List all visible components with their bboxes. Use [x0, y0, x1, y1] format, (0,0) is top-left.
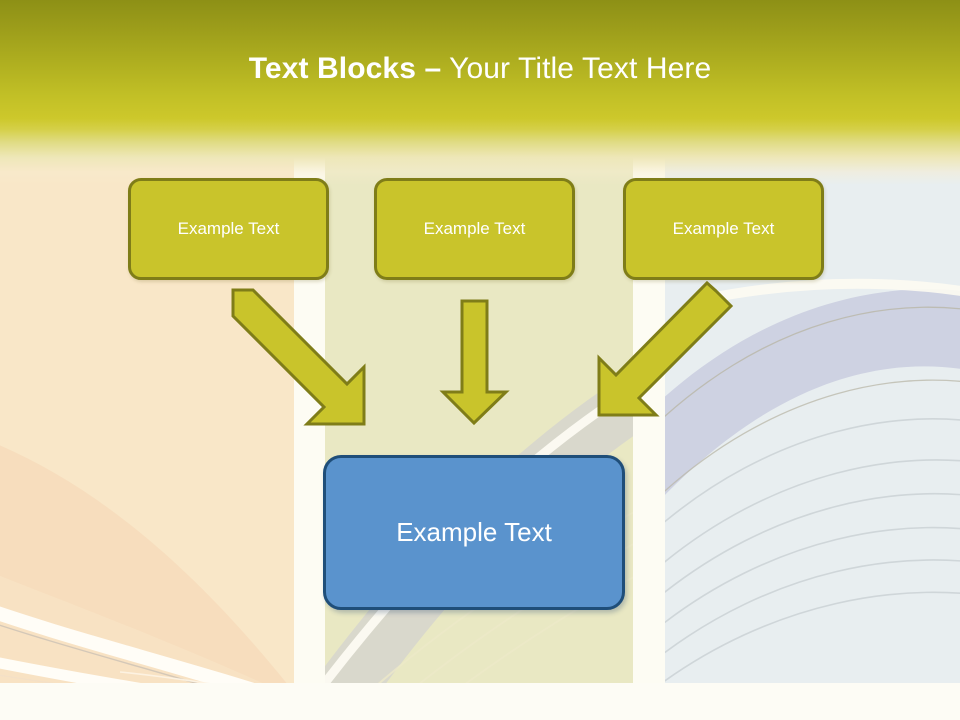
text-block-result-label: Example Text [396, 517, 552, 547]
text-block-2-label: Example Text [423, 219, 526, 238]
arrow-right-diagonal [597, 280, 734, 417]
page-title-bold: Text Blocks [248, 52, 425, 85]
page-title-regular: Your Title Text Here [441, 52, 712, 85]
text-block-3[interactable]: Example Text [623, 178, 824, 280]
page-title: Text Blocks – Your Title Text Here [0, 50, 960, 88]
text-block-3-label: Example Text [672, 219, 775, 238]
text-block-1-label: Example Text [177, 219, 280, 238]
arrow-middle-vertical [439, 299, 510, 426]
text-block-1[interactable]: Example Text [128, 178, 329, 280]
page-title-dash: – [424, 52, 442, 85]
arrow-left-diagonal [231, 288, 366, 426]
slide-bottom-strip [0, 683, 960, 720]
text-block-result[interactable]: Example Text [323, 455, 625, 610]
text-block-2[interactable]: Example Text [374, 178, 575, 280]
title-header-band [0, 0, 960, 185]
